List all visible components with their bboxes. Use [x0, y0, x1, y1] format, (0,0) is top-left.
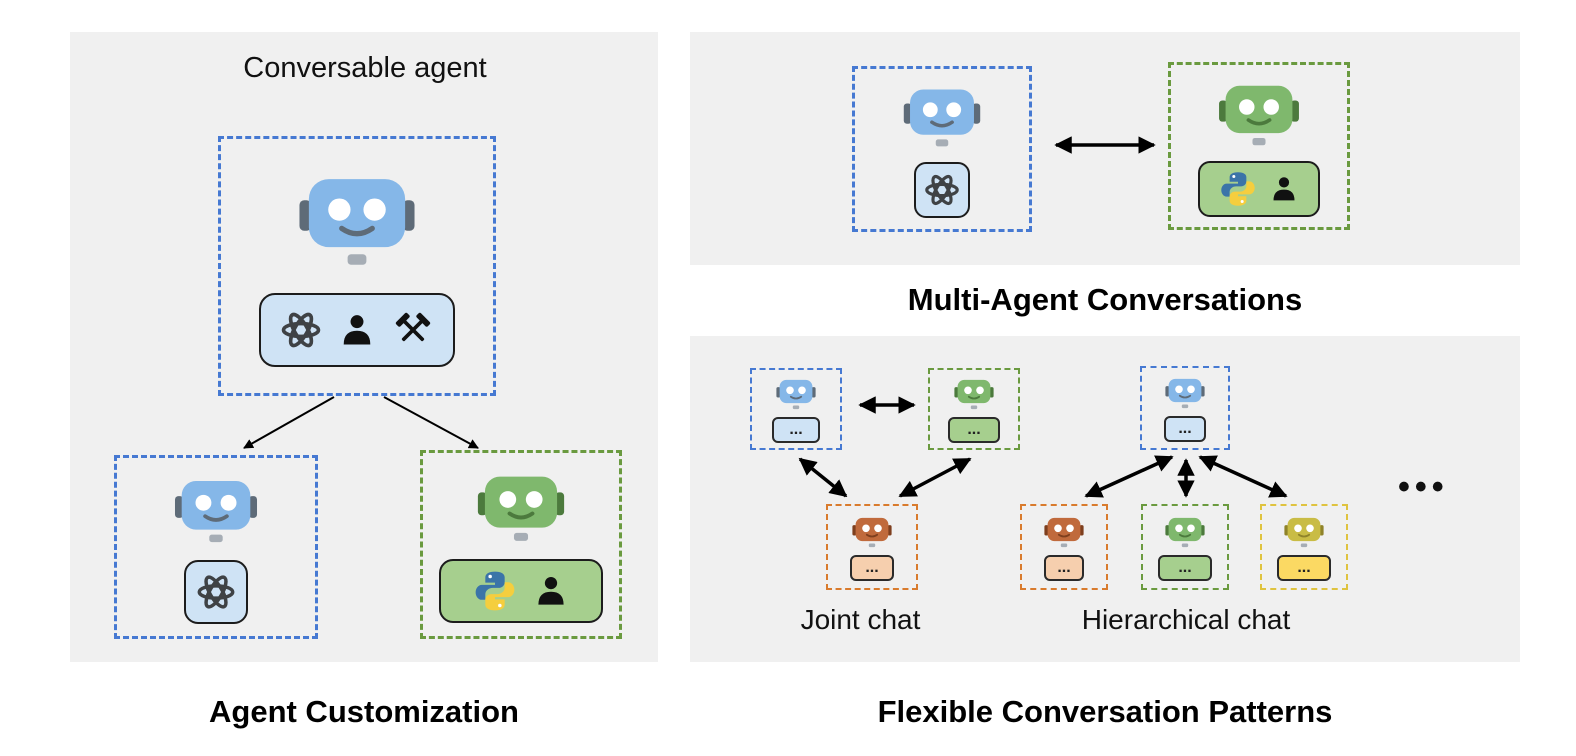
- hierarchical-chat-label: Hierarchical chat: [1081, 604, 1291, 635]
- llm-agent-box: [114, 455, 318, 639]
- joint-blue-agent-box: ...: [750, 368, 842, 450]
- robot-icon: [1284, 513, 1324, 550]
- person-icon: [1269, 174, 1299, 204]
- message-chip: ...: [1044, 555, 1084, 581]
- robot-icon: [477, 466, 565, 547]
- double-arrow-icon: [858, 396, 916, 414]
- robot-icon: [954, 375, 994, 412]
- openai-icon: [922, 170, 962, 210]
- flexible-patterns-caption: Flexible Conversation Patterns: [877, 694, 1333, 729]
- double-arrow-icon: [798, 457, 848, 498]
- hier-orange-agent-box: ...: [1020, 504, 1108, 590]
- robot-icon: [298, 165, 416, 273]
- ellipsis-text: ...: [1057, 559, 1071, 576]
- llm-agent-box: [852, 66, 1032, 232]
- multi-agent-caption: Multi-Agent Conversations: [907, 282, 1303, 317]
- message-chip: ...: [772, 417, 820, 443]
- robot-icon: [776, 375, 816, 412]
- hier-blue-agent-box: ...: [1140, 366, 1230, 450]
- robot-icon: [903, 80, 981, 152]
- tools-icon: [390, 307, 436, 353]
- message-chip: ...: [948, 417, 1000, 443]
- double-arrow-icon: [898, 457, 972, 498]
- robot-icon: [1165, 374, 1205, 411]
- capability-chip: [259, 293, 455, 367]
- robot-icon: [852, 513, 892, 550]
- arrow-down-left-icon: [243, 396, 335, 449]
- joint-orange-agent-box: ...: [826, 504, 918, 590]
- robot-icon: [1165, 513, 1205, 550]
- human-code-chip: [439, 559, 603, 623]
- ellipsis-text: ...: [865, 559, 879, 576]
- human-code-agent-box: [420, 450, 622, 639]
- message-chip: ...: [1158, 555, 1212, 581]
- message-chip: ...: [1277, 555, 1331, 581]
- person-icon: [338, 311, 376, 349]
- more-patterns-dots: •••: [1398, 468, 1449, 506]
- joint-green-agent-box: ...: [928, 368, 1020, 450]
- conversable-agent-box: [218, 136, 496, 396]
- agent-customization-caption: Agent Customization: [209, 694, 519, 729]
- double-arrow-icon: [1198, 455, 1288, 498]
- python-icon: [473, 569, 517, 613]
- robot-icon: [1218, 76, 1300, 151]
- ellipsis-text: ...: [1178, 420, 1192, 437]
- message-chip: ...: [1164, 416, 1206, 442]
- double-arrow-icon: [1084, 455, 1174, 498]
- human-code-chip: [1198, 160, 1320, 217]
- double-arrow-icon: [1054, 136, 1156, 154]
- message-chip: ...: [850, 555, 894, 581]
- robot-icon: [174, 471, 258, 548]
- llm-chip: [184, 559, 248, 624]
- double-arrow-icon: [1177, 458, 1195, 498]
- python-icon: [1219, 170, 1257, 208]
- openai-icon: [194, 570, 238, 614]
- conversable-agent-title: Conversable agent: [243, 52, 487, 84]
- ellipsis-text: ...: [789, 421, 803, 438]
- human-code-agent-box: [1168, 62, 1350, 230]
- robot-icon: [1044, 513, 1084, 550]
- arrow-down-right-icon: [383, 396, 479, 449]
- ellipsis-text: ...: [1178, 559, 1192, 576]
- hier-yellow-agent-box: ...: [1260, 504, 1348, 590]
- llm-chip: [914, 162, 970, 218]
- ellipsis-text: ...: [967, 421, 981, 438]
- joint-chat-label: Joint chat: [800, 604, 921, 635]
- ellipsis-text: ...: [1297, 559, 1311, 576]
- hier-green-agent-box: ...: [1141, 504, 1229, 590]
- flexible-patterns-panel: [690, 336, 1520, 662]
- person-icon: [533, 573, 569, 609]
- openai-icon: [278, 307, 324, 353]
